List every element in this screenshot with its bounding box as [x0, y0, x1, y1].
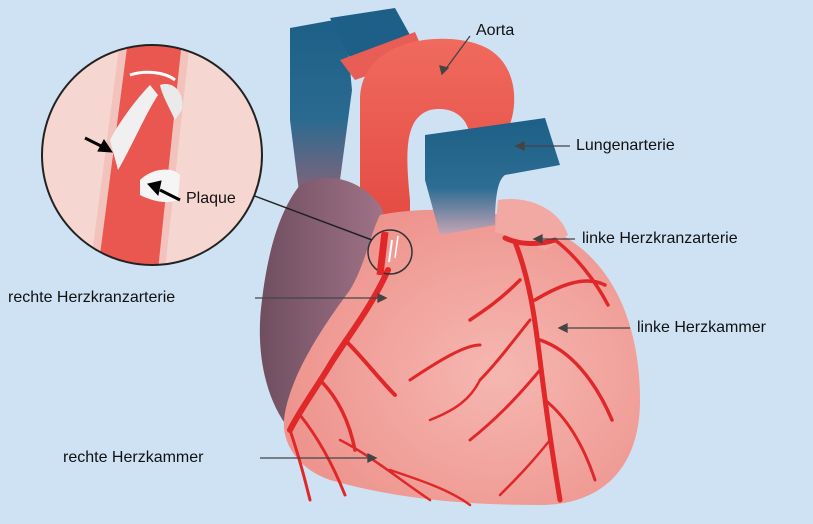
label-left-coronary-artery: linke Herzkranzarterie — [582, 230, 738, 248]
label-right-coronary-artery: rechte Herzkranzarterie — [8, 289, 175, 307]
label-right-ventricle: rechte Herzkammer — [63, 449, 203, 467]
label-plaque: Plaque — [186, 190, 236, 208]
label-aorta: Aorta — [476, 22, 514, 40]
label-pulmonary-artery: Lungenarterie — [576, 137, 675, 155]
magnified-artery — [40, 40, 270, 270]
vena-cava — [290, 18, 352, 200]
label-left-ventricle: linke Herzkammer — [637, 319, 766, 337]
